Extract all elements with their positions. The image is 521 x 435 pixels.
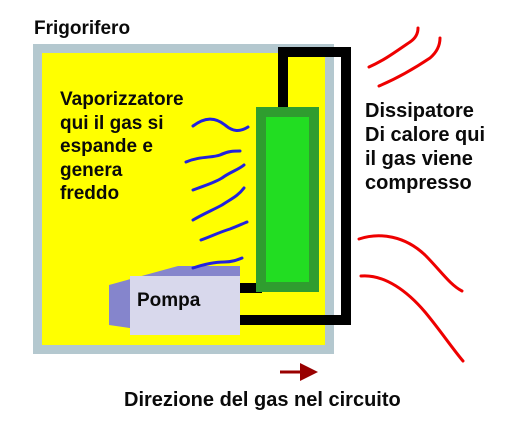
heat-wave [359, 274, 465, 363]
condenser-label-line: Dissipatore [365, 100, 474, 122]
heat-wave [357, 234, 464, 293]
cold-wave [191, 256, 244, 270]
condenser-pipe [240, 47, 351, 325]
direction-caption: Direzione del gas nel circuito [124, 389, 401, 411]
cold-wave [191, 186, 246, 222]
evaporator-radiator-core [266, 117, 309, 282]
pump-label: Pompa [137, 290, 201, 311]
heat-wave [377, 36, 442, 88]
condenser-label-line: Di calore qui [365, 124, 486, 146]
diagram-title: Frigorifero [34, 18, 131, 39]
condenser-label-line: il gas viene [365, 148, 473, 170]
evaporator-label-line: genera [60, 159, 123, 181]
pump-head [130, 276, 240, 335]
cold-waves [184, 117, 250, 270]
heat-wave [367, 26, 420, 69]
condenser-label: Dissipatore Di calore qui il gas viene c… [365, 99, 485, 195]
direction-arrow [280, 363, 318, 381]
cold-wave [191, 163, 246, 192]
cold-wave [199, 220, 249, 242]
condenser-label-line: compresso [365, 172, 472, 194]
evaporator-label-line: espande e [60, 136, 153, 157]
cold-wave [191, 117, 250, 132]
evaporator-label-line: Vaporizzatore [60, 89, 184, 110]
evaporator-label-line: qui il gas si [60, 112, 164, 134]
cold-wave [184, 149, 242, 164]
evaporator-label: Vaporizzatore qui il gas si espande e ge… [60, 88, 184, 206]
evaporator-label-line: freddo [60, 183, 120, 204]
heat-waves [357, 26, 465, 363]
